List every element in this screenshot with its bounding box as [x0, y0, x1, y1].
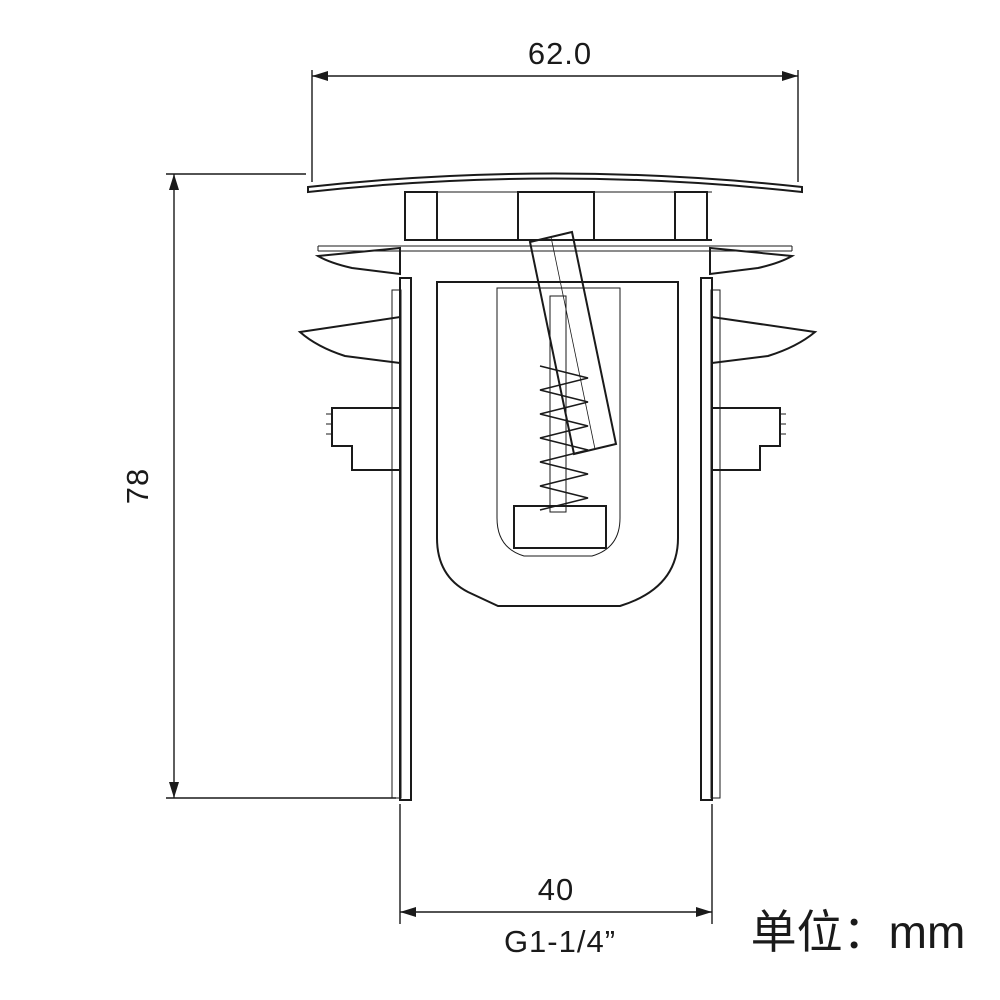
washer — [317, 245, 793, 252]
housing-wall-left — [404, 191, 438, 241]
top-flange — [307, 172, 803, 194]
dimension-label-top-width: 62.0 — [528, 36, 592, 71]
upper-housing — [404, 191, 712, 241]
seal-wing-upper-left — [314, 246, 401, 276]
dimension-label-bottom-width: 40 — [538, 872, 574, 907]
housing-wall-right — [674, 191, 708, 241]
catch-block — [513, 505, 607, 549]
arrowhead-right — [782, 71, 798, 81]
inner-cavity — [496, 287, 621, 557]
plunger-rod — [549, 295, 567, 513]
plunger-cap — [517, 191, 595, 241]
tube-wall-left — [399, 277, 412, 801]
seal-wing-lower-right — [711, 315, 818, 365]
arrowhead-right — [696, 907, 712, 917]
tube-wall-right — [700, 277, 713, 801]
inner-threaded-basket — [436, 281, 679, 607]
drain-body — [297, 172, 818, 801]
spring — [539, 365, 589, 511]
seal-wing-upper-right — [709, 246, 796, 276]
thread-spec-label: G1-1/4” — [504, 924, 616, 959]
arrowhead-left — [400, 907, 416, 917]
unit-note: 单位：mm — [751, 906, 966, 958]
arrowhead-left — [312, 71, 328, 81]
arrowhead-bottom — [169, 782, 179, 798]
dimension-label-height: 78 — [120, 468, 155, 504]
plunger-cylinder-midline — [550, 236, 596, 450]
plunger-cylinder — [528, 230, 618, 456]
lock-nut-right — [711, 407, 786, 471]
lock-nut-left — [326, 407, 401, 471]
arrowhead-top — [169, 174, 179, 190]
dimension-height: 78 — [120, 173, 396, 799]
dimension-bottom-width: 40 G1-1/4” — [399, 804, 713, 959]
dimension-top-width: 62.0 — [311, 36, 799, 182]
seal-wing-lower-left — [297, 315, 401, 365]
